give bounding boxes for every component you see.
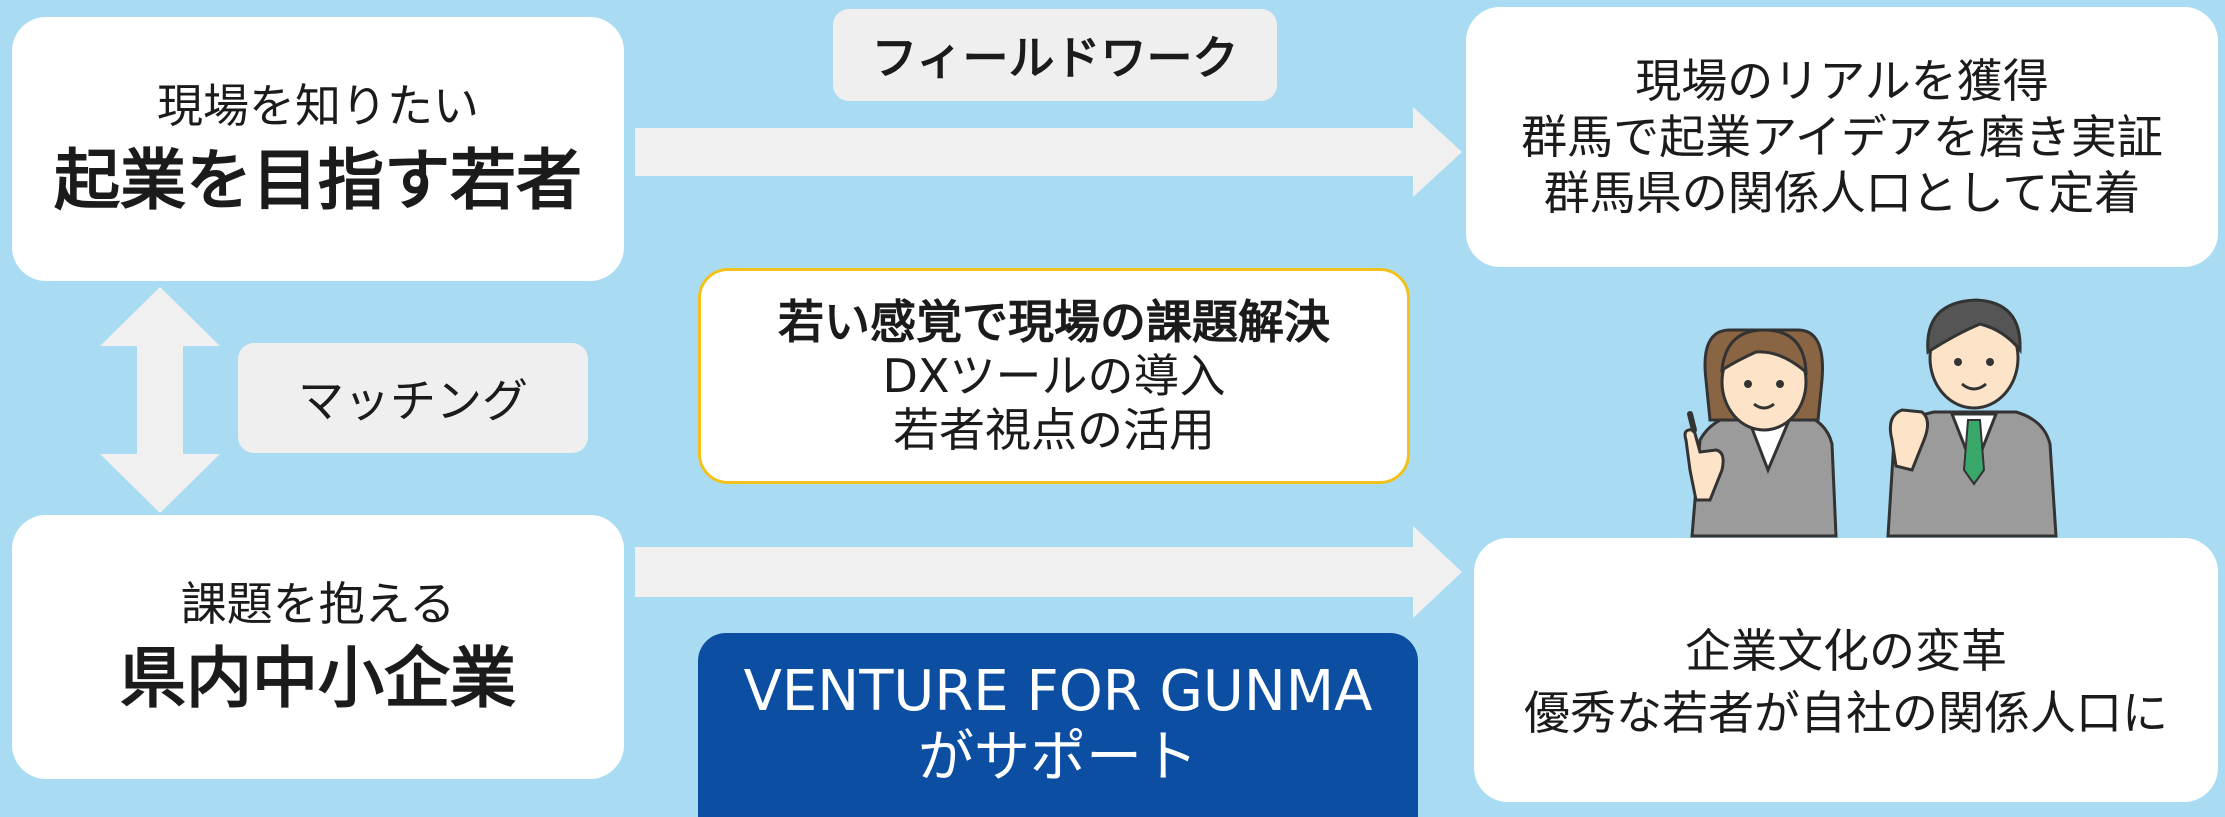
fieldwork-label: フィールドワーク xyxy=(871,31,1239,85)
fieldwork-tag: フィールドワーク xyxy=(833,9,1277,101)
right-arrow-top xyxy=(635,107,1462,197)
matching-label: マッチング xyxy=(298,374,528,428)
solution-line: 若者視点の活用 xyxy=(893,403,1215,457)
support-line: がサポート xyxy=(918,725,1198,790)
company-outcome-box: 企業文化の変革 優秀な若者が自社の関係人口に xyxy=(1474,538,2218,802)
man-figure xyxy=(1886,298,2058,538)
company-box: 課題を抱える 県内中小企業 xyxy=(12,515,624,779)
youth-box: 現場を知りたい 起業を目指す若者 xyxy=(12,17,624,281)
company-title: 県内中小企業 xyxy=(120,640,516,717)
support-box: VENTURE FOR GUNMA がサポート xyxy=(698,633,1418,817)
youth-outcome-box: 現場のリアルを獲得 群馬で起業アイデアを磨き実証 群馬県の関係人口として定着 xyxy=(1466,7,2218,267)
matching-tag: マッチング xyxy=(238,343,588,453)
company-outcome-line: 企業文化の変革 xyxy=(1685,624,2007,678)
youth-outcome-line: 群馬県の関係人口として定着 xyxy=(1543,166,2141,220)
company-subtitle: 課題を抱える xyxy=(180,577,456,631)
company-outcome-line: 優秀な若者が自社の関係人口に xyxy=(1524,686,2168,740)
youth-title: 起業を目指す若者 xyxy=(54,142,582,219)
solution-title: 若い感覚で現場の課題解決 xyxy=(778,295,1330,349)
youth-outcome-line: 現場のリアルを獲得 xyxy=(1635,54,2049,108)
woman-figure xyxy=(1683,328,1838,538)
right-arrow-bottom xyxy=(635,526,1462,618)
support-line: VENTURE FOR GUNMA xyxy=(743,659,1373,724)
youth-subtitle: 現場を知りたい xyxy=(157,79,479,133)
solution-box: 若い感覚で現場の課題解決 DXツールの導入 若者視点の活用 xyxy=(698,268,1410,484)
solution-line: DXツールの導入 xyxy=(882,349,1226,403)
youth-outcome-line: 群馬で起業アイデアを磨き実証 xyxy=(1521,110,2163,164)
double-arrow-vertical xyxy=(100,287,220,513)
